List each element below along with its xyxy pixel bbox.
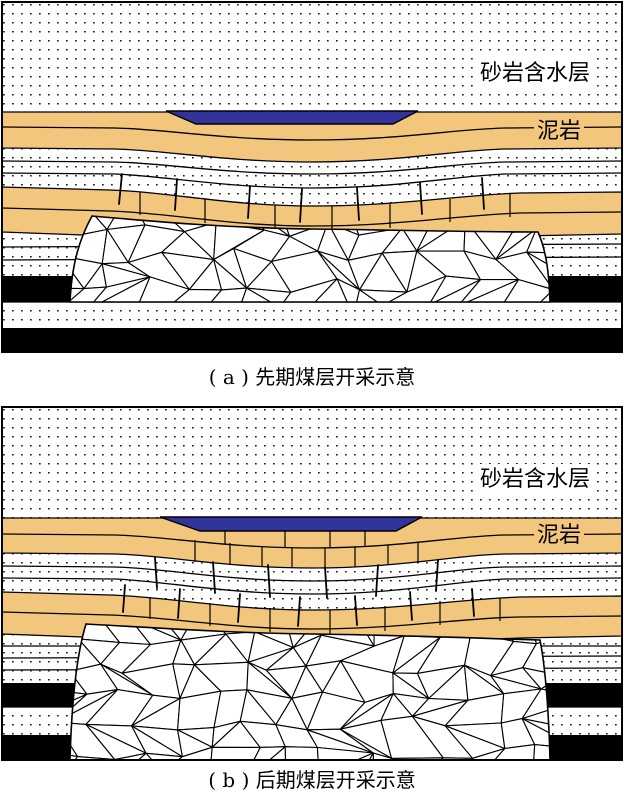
fracture [324, 566, 328, 599]
fracture [177, 588, 181, 619]
rock-fragment [241, 746, 287, 760]
rock-fragment [316, 746, 374, 760]
rock-fragment [279, 278, 338, 302]
aquifer-label-background [474, 58, 596, 87]
mudstone-layer-upper [2, 111, 622, 163]
rock-fragment [498, 279, 550, 302]
fracture [471, 588, 475, 617]
fracture [354, 595, 358, 626]
rock-fragment [284, 746, 320, 760]
mudstone-internal-boundary [2, 611, 622, 630]
mudstone-internal-boundary [2, 533, 622, 549]
rock-fragment [381, 275, 447, 302]
fracture [419, 182, 423, 215]
strata-boundary-line [2, 160, 622, 175]
fracture [409, 591, 413, 621]
mudstone-layer-upper [2, 517, 622, 569]
panel-b-strata: 砂岩含水层 泥岩 [2, 407, 622, 760]
caved-zone-boundary [69, 623, 551, 760]
fracture [375, 564, 379, 597]
fracture-group [122, 557, 475, 627]
panel-b: 砂岩含水层 泥岩 ( b ) 后期煤层开采示意 [1, 406, 623, 792]
rock-fragment [85, 216, 130, 231]
fracture [299, 188, 303, 223]
panel-a-strata: 砂岩含水层 泥岩 [2, 2, 622, 352]
strata-boundary-line [2, 577, 622, 595]
caved-zone-boundary [69, 215, 551, 303]
fracture [356, 187, 360, 221]
panel-a-frame [1, 1, 623, 353]
rock-fragment [419, 757, 474, 760]
rock-fragment [462, 747, 506, 760]
fracture [212, 561, 216, 594]
rock-fragment [522, 667, 550, 690]
mudstone-internal-boundary [2, 207, 622, 227]
mudstone-internal-boundary [2, 126, 622, 141]
aquifer-label: 砂岩含水层 [480, 467, 590, 492]
rock-fragment [131, 276, 190, 302]
rock-fragment [352, 289, 384, 302]
water-lens [165, 110, 419, 125]
rock-fragment [145, 752, 183, 760]
panel-b-caption: ( b ) 后期煤层开采示意 [208, 768, 415, 792]
rock-fragment [521, 718, 550, 750]
rock-fragment [495, 251, 550, 291]
mudstone-label: 泥岩 [537, 119, 581, 144]
fracture [174, 178, 178, 211]
mudstone-label-background [534, 522, 584, 547]
rock-fragment [209, 746, 261, 760]
rock-fragment [84, 752, 147, 760]
fracture [237, 593, 241, 623]
fracture [247, 185, 251, 219]
fracture [297, 596, 301, 627]
rock-fragment [162, 746, 213, 760]
fracture [481, 177, 485, 210]
coal-seam-lower [2, 328, 622, 352]
panel-a-caption: ( a ) 先期煤层开采示意 [209, 365, 416, 389]
strata-boundary-line [2, 172, 622, 189]
block-joint-group [149, 531, 501, 634]
panel-a: 砂岩含水层 泥岩 ( a ) 先期煤层开采示意 [1, 1, 623, 389]
fracture-group [118, 173, 485, 223]
rock-fragment [160, 288, 223, 302]
fracture [267, 564, 271, 598]
aquifer-label-background [474, 464, 596, 493]
rock-fragment [70, 287, 85, 302]
rock-fragment [240, 287, 281, 302]
rock-fragment [203, 287, 248, 302]
rock-fragment [391, 757, 444, 760]
rock-fragment [310, 278, 354, 302]
fracture [154, 557, 158, 589]
water-lens [159, 516, 423, 532]
rock-fragment [70, 756, 116, 760]
rock-fragment [521, 688, 550, 720]
block-joint-group [139, 192, 511, 229]
fracture [435, 559, 439, 592]
fracture [118, 173, 123, 205]
mudstone-label-background [534, 118, 584, 143]
rock-fragment [526, 251, 550, 291]
fracture [122, 584, 126, 613]
aquifer-label: 砂岩含水层 [480, 61, 590, 86]
mudstone-label: 泥岩 [537, 523, 581, 548]
panel-b-frame [1, 406, 623, 761]
